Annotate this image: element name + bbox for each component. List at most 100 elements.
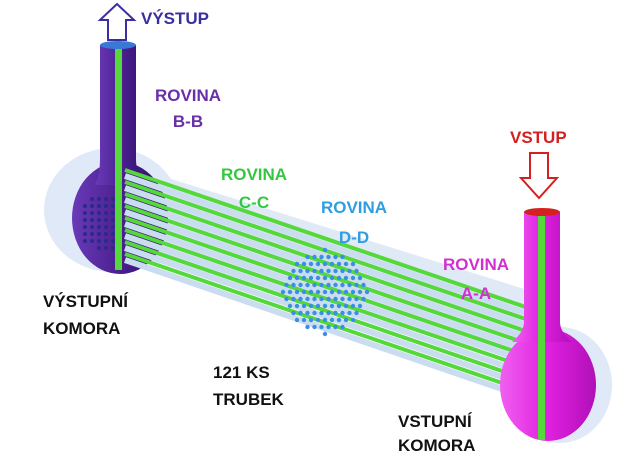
section-dot [336, 289, 342, 295]
section-dot [343, 303, 349, 309]
tube-sheet-hole [97, 197, 101, 201]
section-dot [326, 282, 331, 288]
tube-count-label-line1: 121 KS [213, 363, 270, 382]
plane-bb-label-line1: ROVINA [154, 86, 222, 105]
plane-cc-label-line2: C-C [238, 193, 270, 212]
section-dot [329, 289, 335, 295]
section-dot [315, 275, 321, 281]
section-dot [354, 310, 359, 316]
tube-sheet-hole [111, 239, 115, 243]
section-dot [343, 275, 349, 281]
section-dot [294, 317, 300, 323]
section-dot [340, 282, 345, 288]
section-dot [340, 254, 345, 260]
inlet-arrow-label: VSTUP [510, 128, 567, 147]
tube [124, 216, 541, 362]
section-dot [326, 268, 331, 274]
tube-sheet-hole [97, 225, 101, 229]
section-dot [294, 275, 300, 281]
section-dot [329, 261, 335, 267]
section-dot [347, 282, 352, 288]
section-dot [291, 296, 296, 302]
section-dot [308, 275, 314, 281]
section-dot [336, 317, 342, 323]
section-dot [347, 296, 352, 302]
outlet-pipe-stripe [115, 45, 122, 270]
section-dot [357, 289, 363, 295]
section-dot [284, 296, 289, 302]
section-dot [294, 289, 300, 295]
section-dot [280, 289, 286, 295]
tube-gap [124, 257, 541, 405]
tube-sheet-hole [104, 197, 108, 201]
tube-sheet-hole [83, 225, 87, 229]
section-dot [322, 261, 328, 267]
section-dot [305, 296, 310, 302]
tube-gap [124, 209, 541, 357]
tube-sheet-hole [90, 218, 94, 222]
section-dot [305, 254, 310, 260]
section-dot [312, 324, 317, 330]
tube-sheet-hole [111, 218, 115, 222]
section-dot [319, 254, 324, 260]
section-dot [333, 254, 338, 260]
section-dot [301, 317, 307, 323]
section-dot [315, 317, 321, 323]
section-dot [343, 317, 349, 323]
outlet-arrow-label: VÝSTUP [141, 9, 210, 28]
section-dot [301, 261, 307, 267]
section-dot [312, 296, 317, 302]
section-dot [340, 268, 345, 274]
section-dot [315, 303, 321, 309]
inlet-pipe-mouth [524, 208, 560, 216]
section-dot [305, 282, 310, 288]
inlet-pipe-stripe [538, 212, 545, 440]
section-dot [329, 303, 335, 309]
section-dot [298, 282, 303, 288]
tube-sheet-hole [111, 232, 115, 236]
tube-gap [124, 221, 541, 369]
section-dot [340, 310, 345, 316]
tube-sheet-hole [90, 197, 94, 201]
outlet-pipe [95, 45, 150, 185]
section-dot [322, 289, 328, 295]
section-dot [308, 261, 314, 267]
section-dot [326, 254, 331, 260]
section-dot [340, 296, 345, 302]
section-dot [333, 310, 338, 316]
section-dot [333, 324, 338, 330]
section-dot [298, 268, 303, 274]
section-dot [333, 268, 338, 274]
tube [124, 180, 541, 326]
inlet-arrow-icon [518, 152, 560, 200]
section-dot [357, 303, 363, 309]
tube-sheet-hole [97, 211, 101, 215]
outlet-pipe-mouth [100, 41, 136, 49]
section-dot [340, 324, 345, 330]
section-dot [350, 317, 356, 323]
plane-dd-label-line2: D-D [338, 228, 370, 247]
section-dot [364, 289, 370, 295]
tube-sheet-hole [90, 204, 94, 208]
tube-sheet-hole [97, 246, 101, 250]
outlet-arrow-icon [97, 2, 137, 41]
section-dot [336, 261, 342, 267]
section-dot [350, 261, 356, 267]
section-dot [322, 317, 328, 323]
tube-sheet-hole [97, 232, 101, 236]
section-dot [319, 324, 324, 330]
tube-sheet-hole [104, 218, 108, 222]
section-dot [301, 289, 307, 295]
section-dot [336, 303, 342, 309]
section-dot [298, 296, 303, 302]
plane-bb-label-line2: B-B [172, 112, 204, 131]
section-dot [343, 261, 349, 267]
section-dot [305, 310, 310, 316]
section-dot [319, 282, 324, 288]
section-dot [315, 261, 321, 267]
tube-sheet-hole [104, 204, 108, 208]
section-dot [322, 331, 328, 337]
tube-sheet-hole [104, 239, 108, 243]
tube-sheet-hole [90, 232, 94, 236]
